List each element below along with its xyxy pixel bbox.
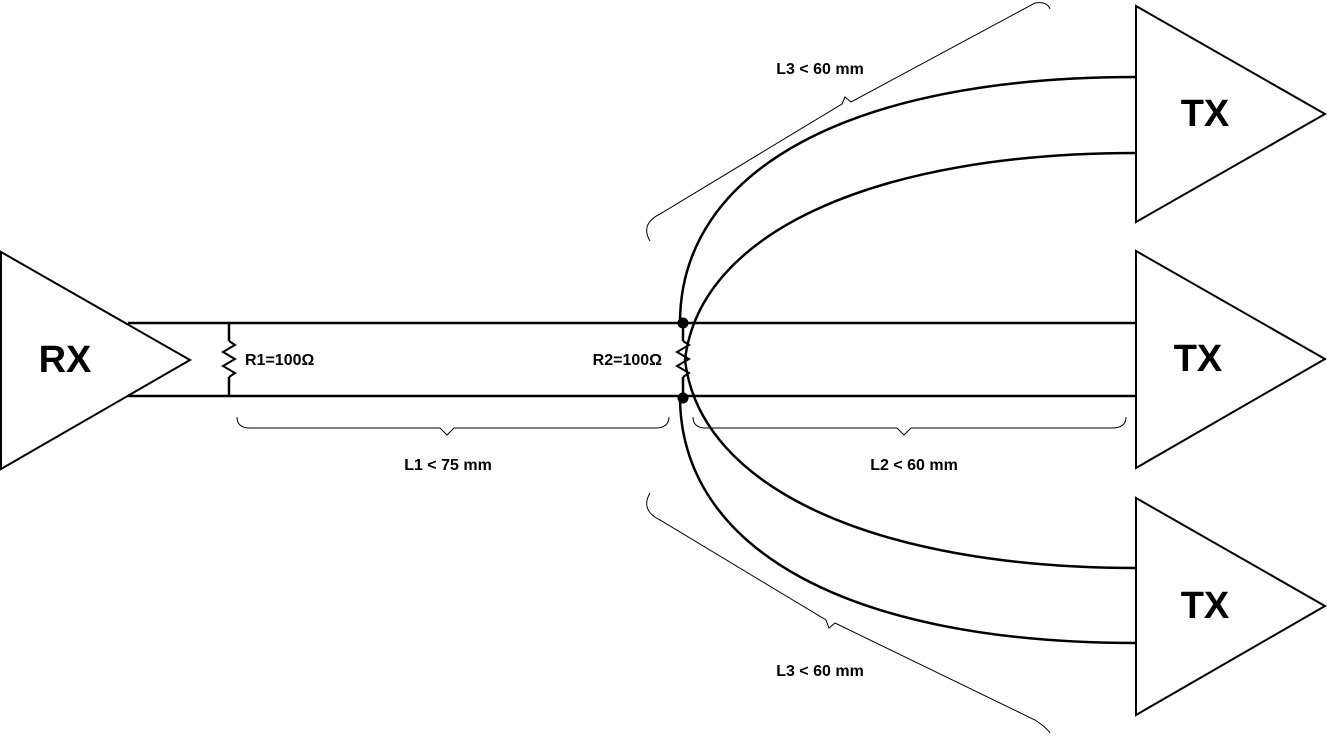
l2-label: L2 < 60 mm bbox=[870, 457, 958, 474]
l3-bottom-brace bbox=[646, 492, 1051, 734]
differential-bus bbox=[128, 321, 1136, 398]
l3-bottom-label: L3 < 60 mm bbox=[776, 663, 864, 680]
stub-bottom-outer bbox=[678, 395, 1137, 645]
tx-transmitter-bottom: TX bbox=[1135, 496, 1327, 717]
stub-curves bbox=[678, 75, 1137, 645]
junction-dot-top bbox=[677, 317, 689, 329]
rx-receiver: RX bbox=[0, 250, 193, 471]
tx-label-middle: TX bbox=[1174, 338, 1223, 380]
l1-brace bbox=[236, 416, 670, 436]
tx-transmitter-top: TX bbox=[1135, 4, 1327, 224]
rx-label: RX bbox=[39, 339, 92, 381]
l3-top-brace bbox=[646, 2, 1051, 242]
l1-label: L1 < 75 mm bbox=[404, 457, 492, 474]
r2-resistor bbox=[675, 317, 691, 404]
r1-resistor bbox=[221, 323, 237, 396]
junction-dot-bottom bbox=[677, 392, 689, 404]
r1-label: R1=100Ω bbox=[245, 352, 314, 369]
tx-label-top: TX bbox=[1181, 93, 1230, 135]
r2-label: R2=100Ω bbox=[593, 352, 662, 369]
l3-top-label: L3 < 60 mm bbox=[776, 61, 864, 78]
tx-transmitter-middle: TX bbox=[1135, 249, 1327, 470]
l2-brace bbox=[692, 416, 1127, 436]
stub-top-outer bbox=[678, 75, 1137, 324]
stub-inner-loop bbox=[683, 151, 1137, 570]
tx-label-bottom: TX bbox=[1181, 585, 1230, 627]
